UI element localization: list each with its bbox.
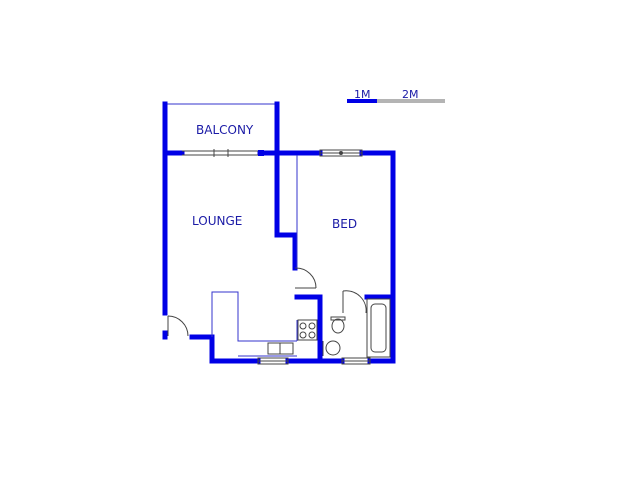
stove-burner-1 [299,322,307,330]
bathroom [322,298,391,358]
wall-lounge-bed-divider [274,150,298,271]
door-bedroom [294,267,317,289]
walls [162,101,396,364]
windows [182,149,371,365]
sliding-door-balcony [182,149,264,157]
toilet-tank [330,316,346,321]
window-bath-south [341,357,371,365]
bathtub-inner [370,303,387,353]
wall-south-kitchen [189,334,261,364]
basin [325,340,341,356]
door-bathroom [342,290,367,314]
stove-burner-4 [308,331,316,339]
scale-bar: 1M 2M [347,88,445,103]
window-bed-north [319,149,363,157]
window-kitchen-south [257,357,289,365]
stove-burner-2 [308,322,316,330]
toilet-bowl [331,318,345,334]
doors [167,267,367,337]
room-label-balcony: BALCONY [196,123,254,137]
scale-label-2m: 2M [402,88,419,101]
stove-burner-3 [299,331,307,339]
door-entrance [167,315,189,337]
kitchen [211,291,318,357]
bathtub [366,298,391,358]
room-label-lounge: LOUNGE [192,214,242,228]
room-label-bed: BED [332,217,357,231]
wall-bath-north [294,294,323,364]
kitchen-counter [211,291,297,342]
scale-label-1m: 1M [354,88,371,101]
kitchen-stove [297,319,318,341]
